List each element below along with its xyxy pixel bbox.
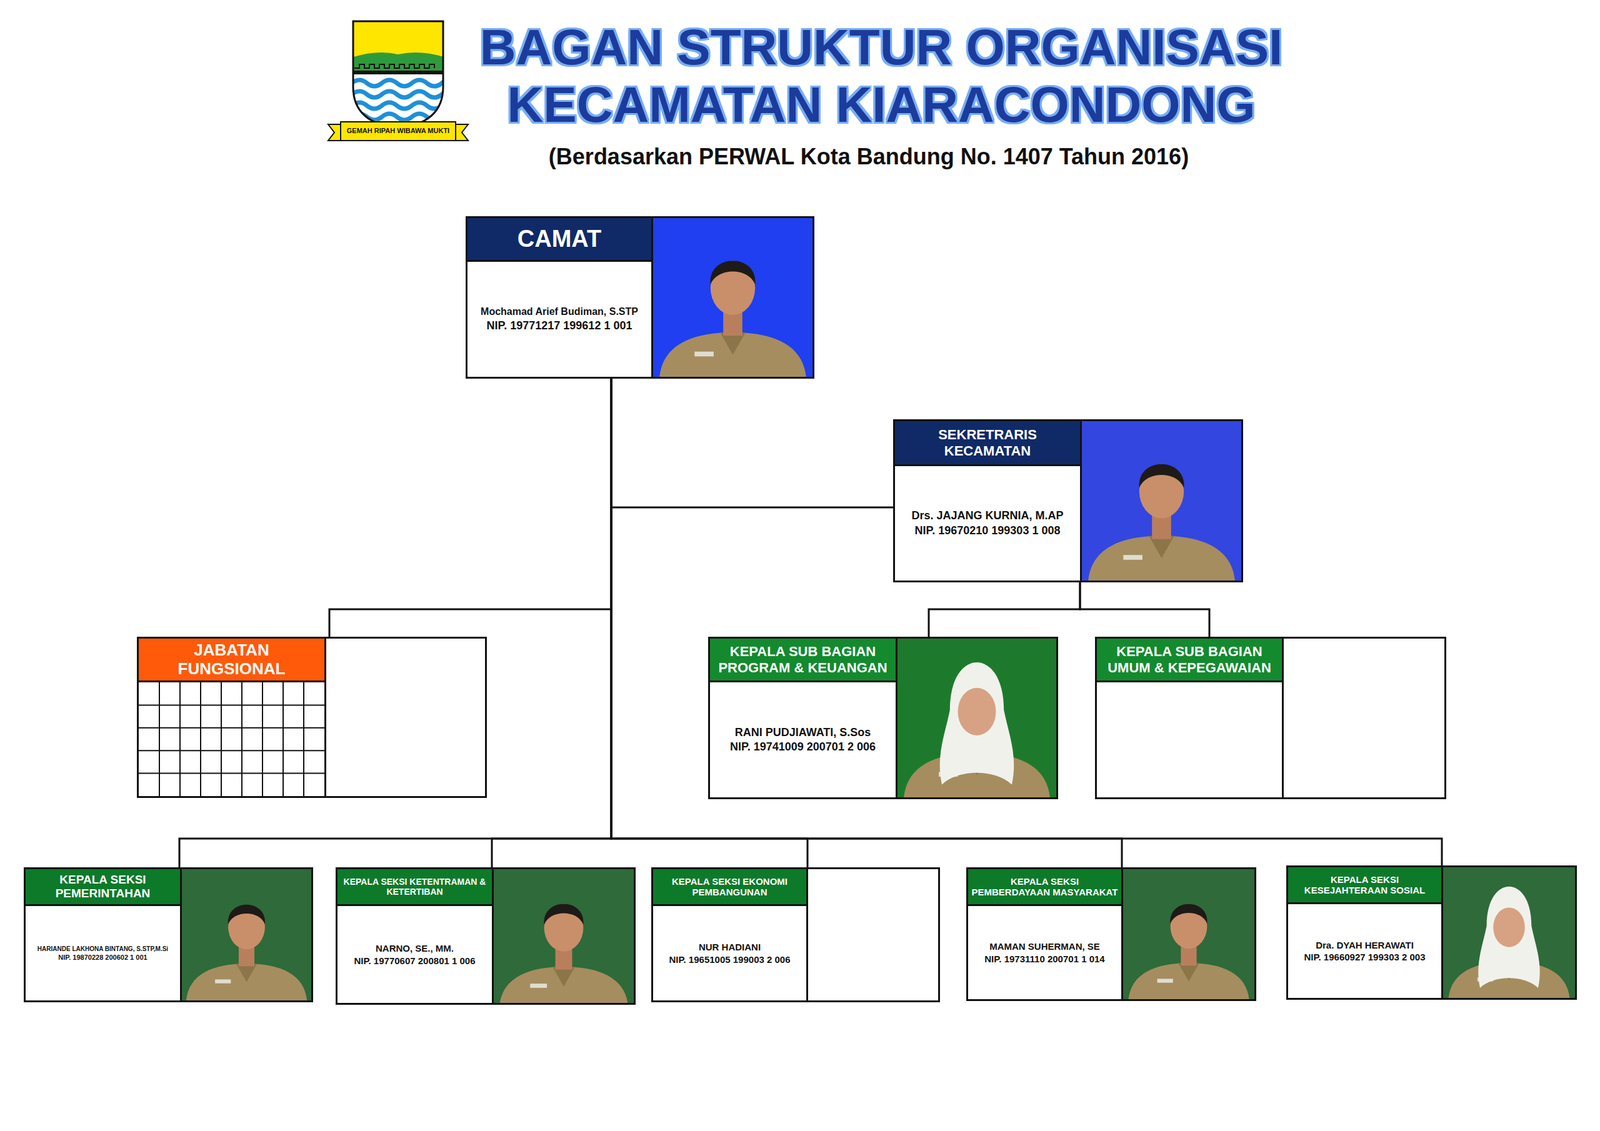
position-title: KEPALA SEKSI PEMBERDAYAAN MASYARAKAT — [971, 876, 1119, 899]
position-box: KEPALA SEKSI EKONOMI PEMBANGUNAN NUR HADI… — [651, 867, 940, 1003]
official-nip: NIP. 19771217 199612 1 001 — [486, 318, 633, 334]
position-box: SEKRETRARIS KECAMATAN Drs. JAJANG KURNIA,… — [893, 419, 1244, 583]
position-title: KEPALA SEKSI KETENTRAMAN & KETERTIBAN — [340, 876, 489, 897]
official-nip: NIP. 19660927 199303 2 003 — [1303, 951, 1425, 964]
position-box: KEPALA SEKSI PEMERINTAHAN HARIANDE LAKHON… — [23, 867, 314, 1003]
official-nip: NIP. 19741009 200701 2 006 — [730, 740, 876, 755]
official-name: Mochamad Arief Budiman, S.STP — [480, 305, 639, 319]
position-title: JABATAN FUNGSIONAL — [141, 641, 322, 679]
official-nip: NIP. 19731110 200701 1 014 — [984, 953, 1105, 966]
official-nip: NIP. 19870228 200602 1 001 — [58, 953, 147, 962]
official-nip: NIP. 19770607 200801 1 006 — [353, 955, 475, 968]
reporting-line — [611, 378, 894, 508]
official-name: RANI PUDJIAWATI, S.Sos — [735, 725, 872, 740]
position-title: SEKRETRARIS KECAMATAN — [898, 426, 1077, 459]
official-name: Dra. DYAH HERAWATI — [1315, 939, 1414, 952]
reporting-line — [928, 582, 1080, 637]
official-nip: NIP. 19670210 199303 1 008 — [915, 523, 1061, 539]
position-title: KEPALA SUB BAGIAN PROGRAM & KEUANGAN — [713, 643, 893, 676]
official-photo — [493, 869, 634, 1004]
reporting-line — [491, 378, 612, 868]
official-name: NUR HADIANI — [698, 941, 761, 954]
official-photo — [1443, 867, 1575, 999]
position-title: KEPALA SUB BAGIAN UMUM & KEPEGAWAIAN — [1100, 643, 1279, 676]
chart-title: BAGAN STRUKTUR ORGANISASI KECAMATAN KIAR… — [443, 18, 1319, 134]
official-photo — [897, 638, 1057, 798]
position-title: KEPALA SEKSI EKONOMI PEMBANGUNAN — [656, 876, 804, 899]
official-photo — [1123, 869, 1255, 1000]
position-box: KEPALA SUB BAGIAN UMUM & KEPEGAWAIAN — [1095, 636, 1447, 800]
position-box: KEPALA SEKSI KETENTRAMAN & KETERTIBAN NAR… — [335, 867, 636, 1005]
position-title: KEPALA SEKSI PEMERINTAHAN — [28, 873, 177, 901]
reporting-line — [611, 378, 1122, 868]
position-box: CAMAT Mochamad Arief Budiman, S.STPNIP. 1… — [465, 216, 815, 379]
city-emblem — [326, 18, 470, 144]
reporting-line — [1080, 582, 1210, 637]
emblem-motto: GEMAH RIPAH WIBAWA MUKTI — [340, 125, 456, 136]
position-box: JABATAN FUNGSIONAL — [136, 636, 487, 799]
position-title: KEPALA SEKSI KESEJAHTERAAN SOSIAL — [1291, 874, 1439, 897]
position-box: KEPALA SUB BAGIAN PROGRAM & KEUANGAN RANI… — [708, 636, 1059, 800]
position-box: KEPALA SEKSI PEMBERDAYAAN MASYARAKAT MAMA… — [966, 867, 1257, 1002]
official-photo — [653, 218, 813, 377]
position-box: KEPALA SEKSI KESEJAHTERAAN SOSIAL Dra. DY… — [1286, 865, 1577, 1000]
official-nip: NIP. 19651005 199003 2 006 — [668, 953, 790, 967]
reporting-line — [329, 378, 612, 637]
official-name: MAMAN SUHERMAN, SE — [989, 940, 1100, 954]
position-title: CAMAT — [517, 225, 602, 254]
legal-basis-subtitle: (Berdasarkan PERWAL Kota Bandung No. 140… — [493, 143, 1244, 170]
official-name: Drs. JAJANG KURNIA, M.AP — [911, 508, 1064, 524]
official-photo — [181, 869, 312, 1001]
official-photo — [1081, 421, 1242, 581]
official-name: NARNO, SE., MM. — [375, 942, 454, 955]
official-name: HARIANDE LAKHONA BINTANG, S.STP,M.Si — [37, 945, 169, 954]
vacancy-grid — [138, 682, 325, 797]
